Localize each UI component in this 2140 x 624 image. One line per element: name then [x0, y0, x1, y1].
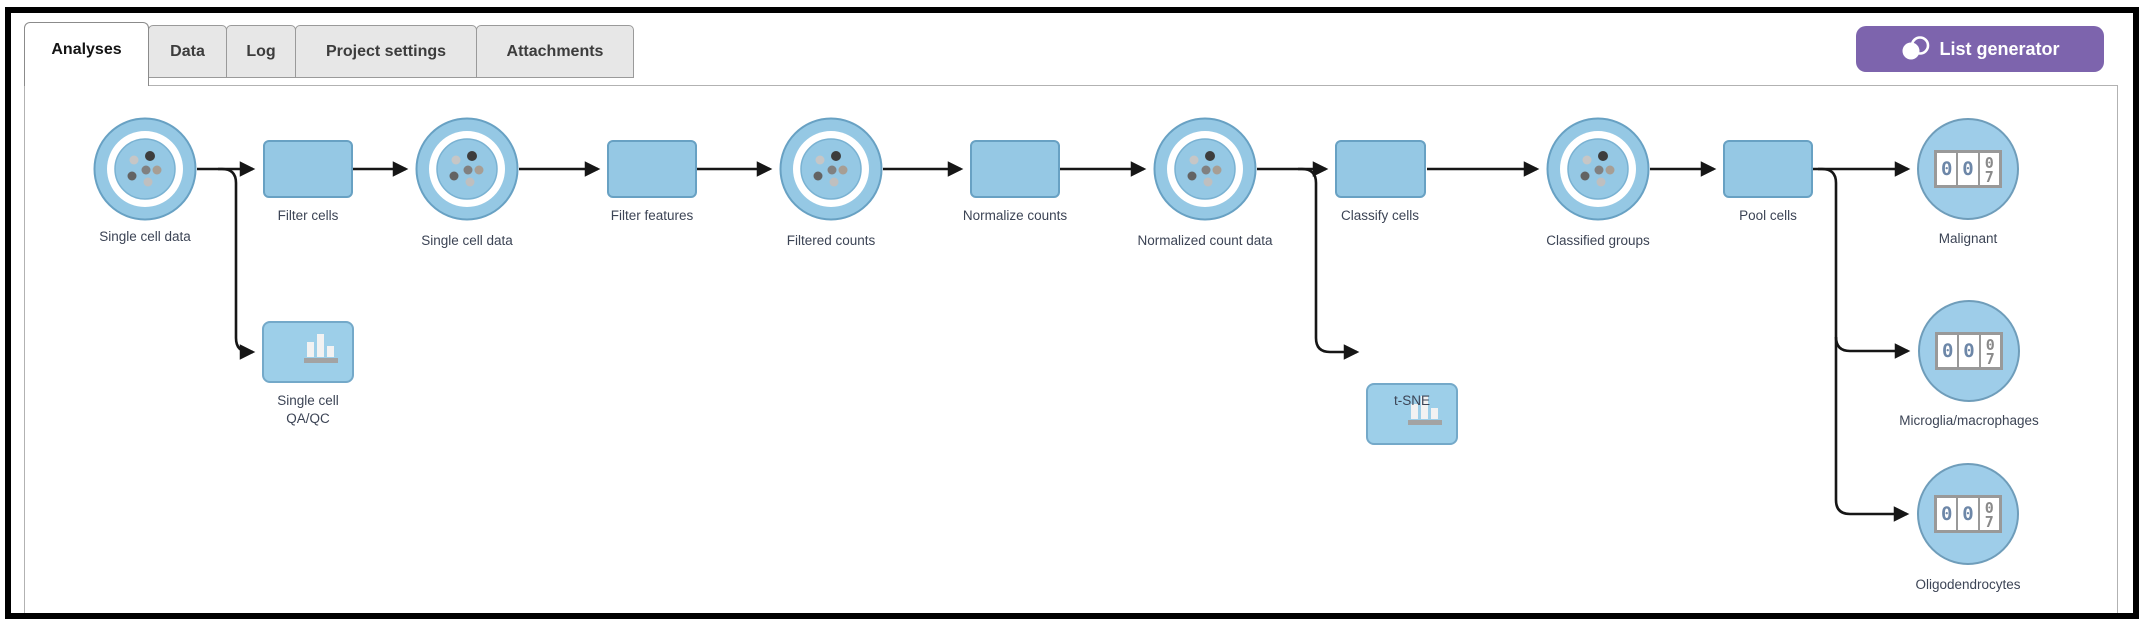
tab-data[interactable]: Data [148, 25, 227, 78]
node-label: Single cell data [99, 229, 191, 244]
node-filter-cells[interactable] [263, 140, 353, 198]
counter-digit: 0 [1958, 498, 1980, 530]
cell-dish-icon [93, 117, 197, 221]
node-label: Normalize counts [962, 208, 1068, 223]
node-normalized-count-data[interactable] [1153, 117, 1257, 226]
node-label: Filter cells [277, 208, 339, 223]
cell-dish-icon [415, 117, 519, 221]
counter-digit: 0 [1937, 498, 1959, 530]
list-generator-button[interactable]: List generator [1856, 26, 2104, 72]
node-label: Filter features [610, 208, 694, 223]
node-tsne[interactable] [1366, 383, 1458, 445]
counter-digit: 0 [1937, 153, 1959, 185]
node-single-cell-data-2[interactable] [415, 117, 519, 226]
bar-chart-icon [304, 334, 338, 363]
tab-log[interactable]: Log [226, 25, 296, 78]
node-classify-cells[interactable] [1335, 140, 1426, 198]
node-label: Filtered counts [786, 233, 876, 248]
node-single-cell-qaqc[interactable] [262, 321, 354, 383]
cell-dish-icon [1153, 117, 1257, 221]
counter-digit: 0 [1938, 335, 1960, 367]
node-filter-features[interactable] [607, 140, 697, 198]
node-classified-groups[interactable] [1546, 117, 1650, 226]
node-label: Classify cells [1340, 208, 1419, 223]
bar-chart-icon [1408, 396, 1442, 425]
node-pool-cells[interactable] [1723, 140, 1813, 198]
node-label: Pool cells [1739, 208, 1797, 223]
cell-dish-icon [1546, 117, 1650, 221]
node-label: Oligodendrocytes [1915, 577, 2021, 592]
node-normalize-counts[interactable] [970, 140, 1060, 198]
venn-diagram-icon [1902, 36, 1930, 60]
node-single-cell-data-1[interactable] [93, 117, 197, 226]
node-filtered-counts[interactable] [779, 117, 883, 226]
tab-analyses[interactable]: Analyses [24, 22, 149, 86]
counter-digit: 0 [1958, 153, 1980, 185]
tab-attachments[interactable]: Attachments [476, 25, 634, 78]
cell-dish-icon [779, 117, 883, 221]
node-label: Classified groups [1546, 233, 1650, 248]
node-label: Single cell QA/QC [277, 393, 339, 427]
tab-project-settings[interactable]: Project settings [295, 25, 477, 78]
counter-digit: 0 [1959, 335, 1981, 367]
node-label: Malignant [1938, 231, 1998, 246]
node-label: t-SNE [1393, 393, 1430, 408]
node-label: Single cell data [421, 233, 513, 248]
node-label: Normalized count data [1137, 233, 1273, 248]
node-label: Microglia/macrophages [1899, 413, 2039, 428]
list-generator-label: List generator [1939, 38, 2060, 59]
